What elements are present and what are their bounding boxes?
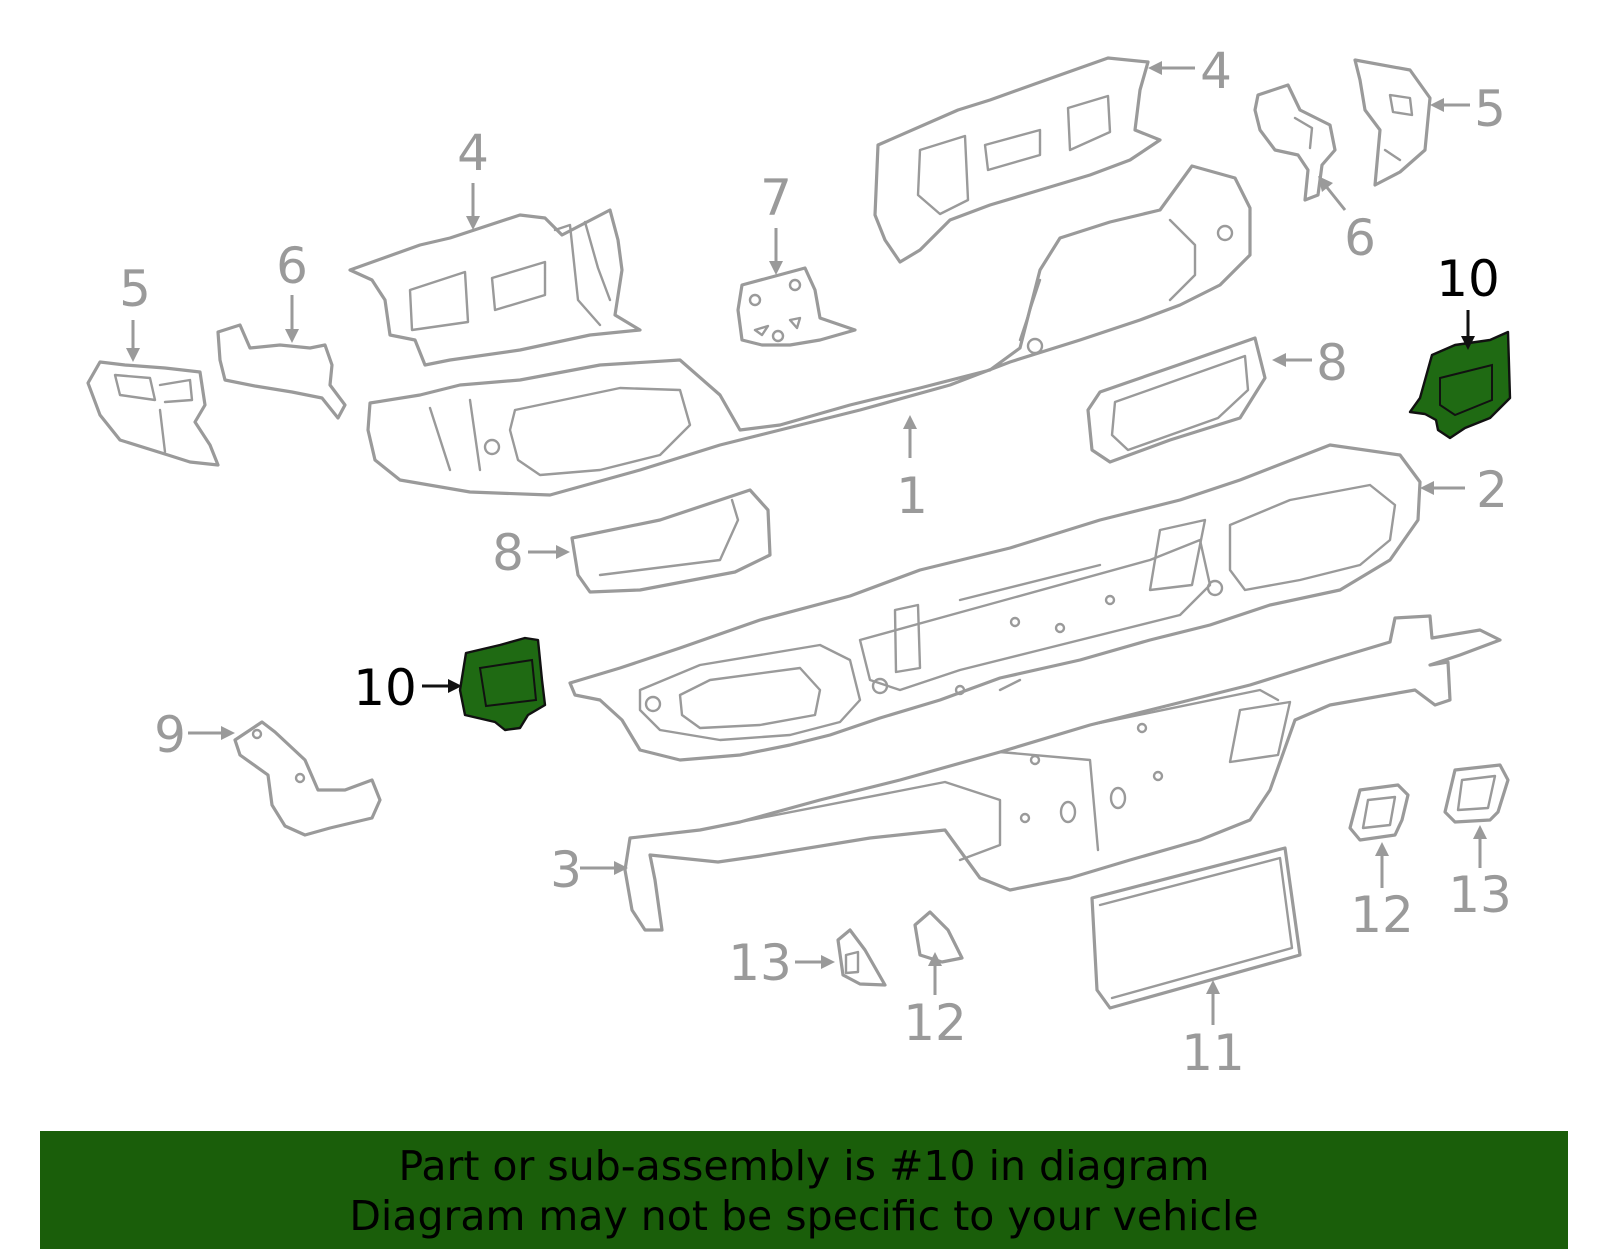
- callout-13-right: 13: [1448, 866, 1512, 924]
- part-7[interactable]: [736, 266, 857, 347]
- callout-labels: 1 2 3 4 4 5 5 6 6 7 8 8 9 10 10 11 12 12…: [119, 42, 1512, 1082]
- callout-5-left: 5: [119, 260, 151, 318]
- callout-3: 3: [550, 841, 582, 899]
- part-13-right[interactable]: [1443, 763, 1510, 824]
- part-1-bumper[interactable]: [366, 164, 1252, 497]
- callout-13-left: 13: [728, 934, 792, 992]
- part-2-bumper[interactable]: [568, 443, 1422, 762]
- banner-line-disclaimer: Diagram may not be specific to your vehi…: [349, 1192, 1259, 1240]
- callout-8-right: 8: [1316, 334, 1348, 392]
- callout-12-left: 12: [903, 994, 967, 1052]
- leader-lines: [126, 61, 1487, 1025]
- callout-5-right: 5: [1474, 80, 1506, 138]
- callout-4-right: 4: [1200, 42, 1232, 100]
- part-5-left[interactable]: [86, 360, 220, 467]
- banner-line-part: Part or sub-assembly is #10 in diagram: [398, 1142, 1210, 1190]
- part-13-left[interactable]: [836, 928, 887, 987]
- part-8-left[interactable]: [570, 488, 772, 594]
- part-9-hook[interactable]: [233, 720, 382, 837]
- part-8-right[interactable]: [1086, 336, 1267, 464]
- callout-6-left: 6: [276, 237, 308, 295]
- part-11-plate[interactable]: [1090, 846, 1302, 1010]
- part-4-left[interactable]: [348, 208, 642, 367]
- callout-6-right: 6: [1344, 209, 1376, 267]
- part-10-left-body: [458, 636, 547, 732]
- callout-2: 2: [1476, 461, 1508, 519]
- callout-10-left: 10: [353, 659, 417, 717]
- part-4-right[interactable]: [873, 56, 1162, 264]
- part-3-step[interactable]: [623, 614, 1502, 932]
- part-6-left[interactable]: [216, 323, 347, 420]
- part-10-left-highlighted[interactable]: [458, 636, 547, 732]
- part-5-right[interactable]: [1353, 58, 1432, 187]
- callout-1: 1: [896, 467, 928, 525]
- callout-10-right: 10: [1436, 250, 1500, 308]
- callout-11: 11: [1181, 1024, 1245, 1082]
- part-10-right-body: [1408, 330, 1512, 440]
- callout-9: 9: [154, 706, 186, 764]
- callout-8-left: 8: [492, 524, 524, 582]
- part-12-left[interactable]: [913, 910, 964, 964]
- info-banner: Part or sub-assembly is #10 in diagram D…: [40, 1131, 1568, 1249]
- callout-4-left: 4: [457, 124, 489, 182]
- part-10-right-highlighted[interactable]: [1408, 330, 1512, 440]
- part-6-right[interactable]: [1253, 83, 1337, 202]
- part-12-right[interactable]: [1348, 783, 1410, 842]
- callout-7: 7: [760, 169, 792, 227]
- callout-12-right: 12: [1350, 886, 1414, 944]
